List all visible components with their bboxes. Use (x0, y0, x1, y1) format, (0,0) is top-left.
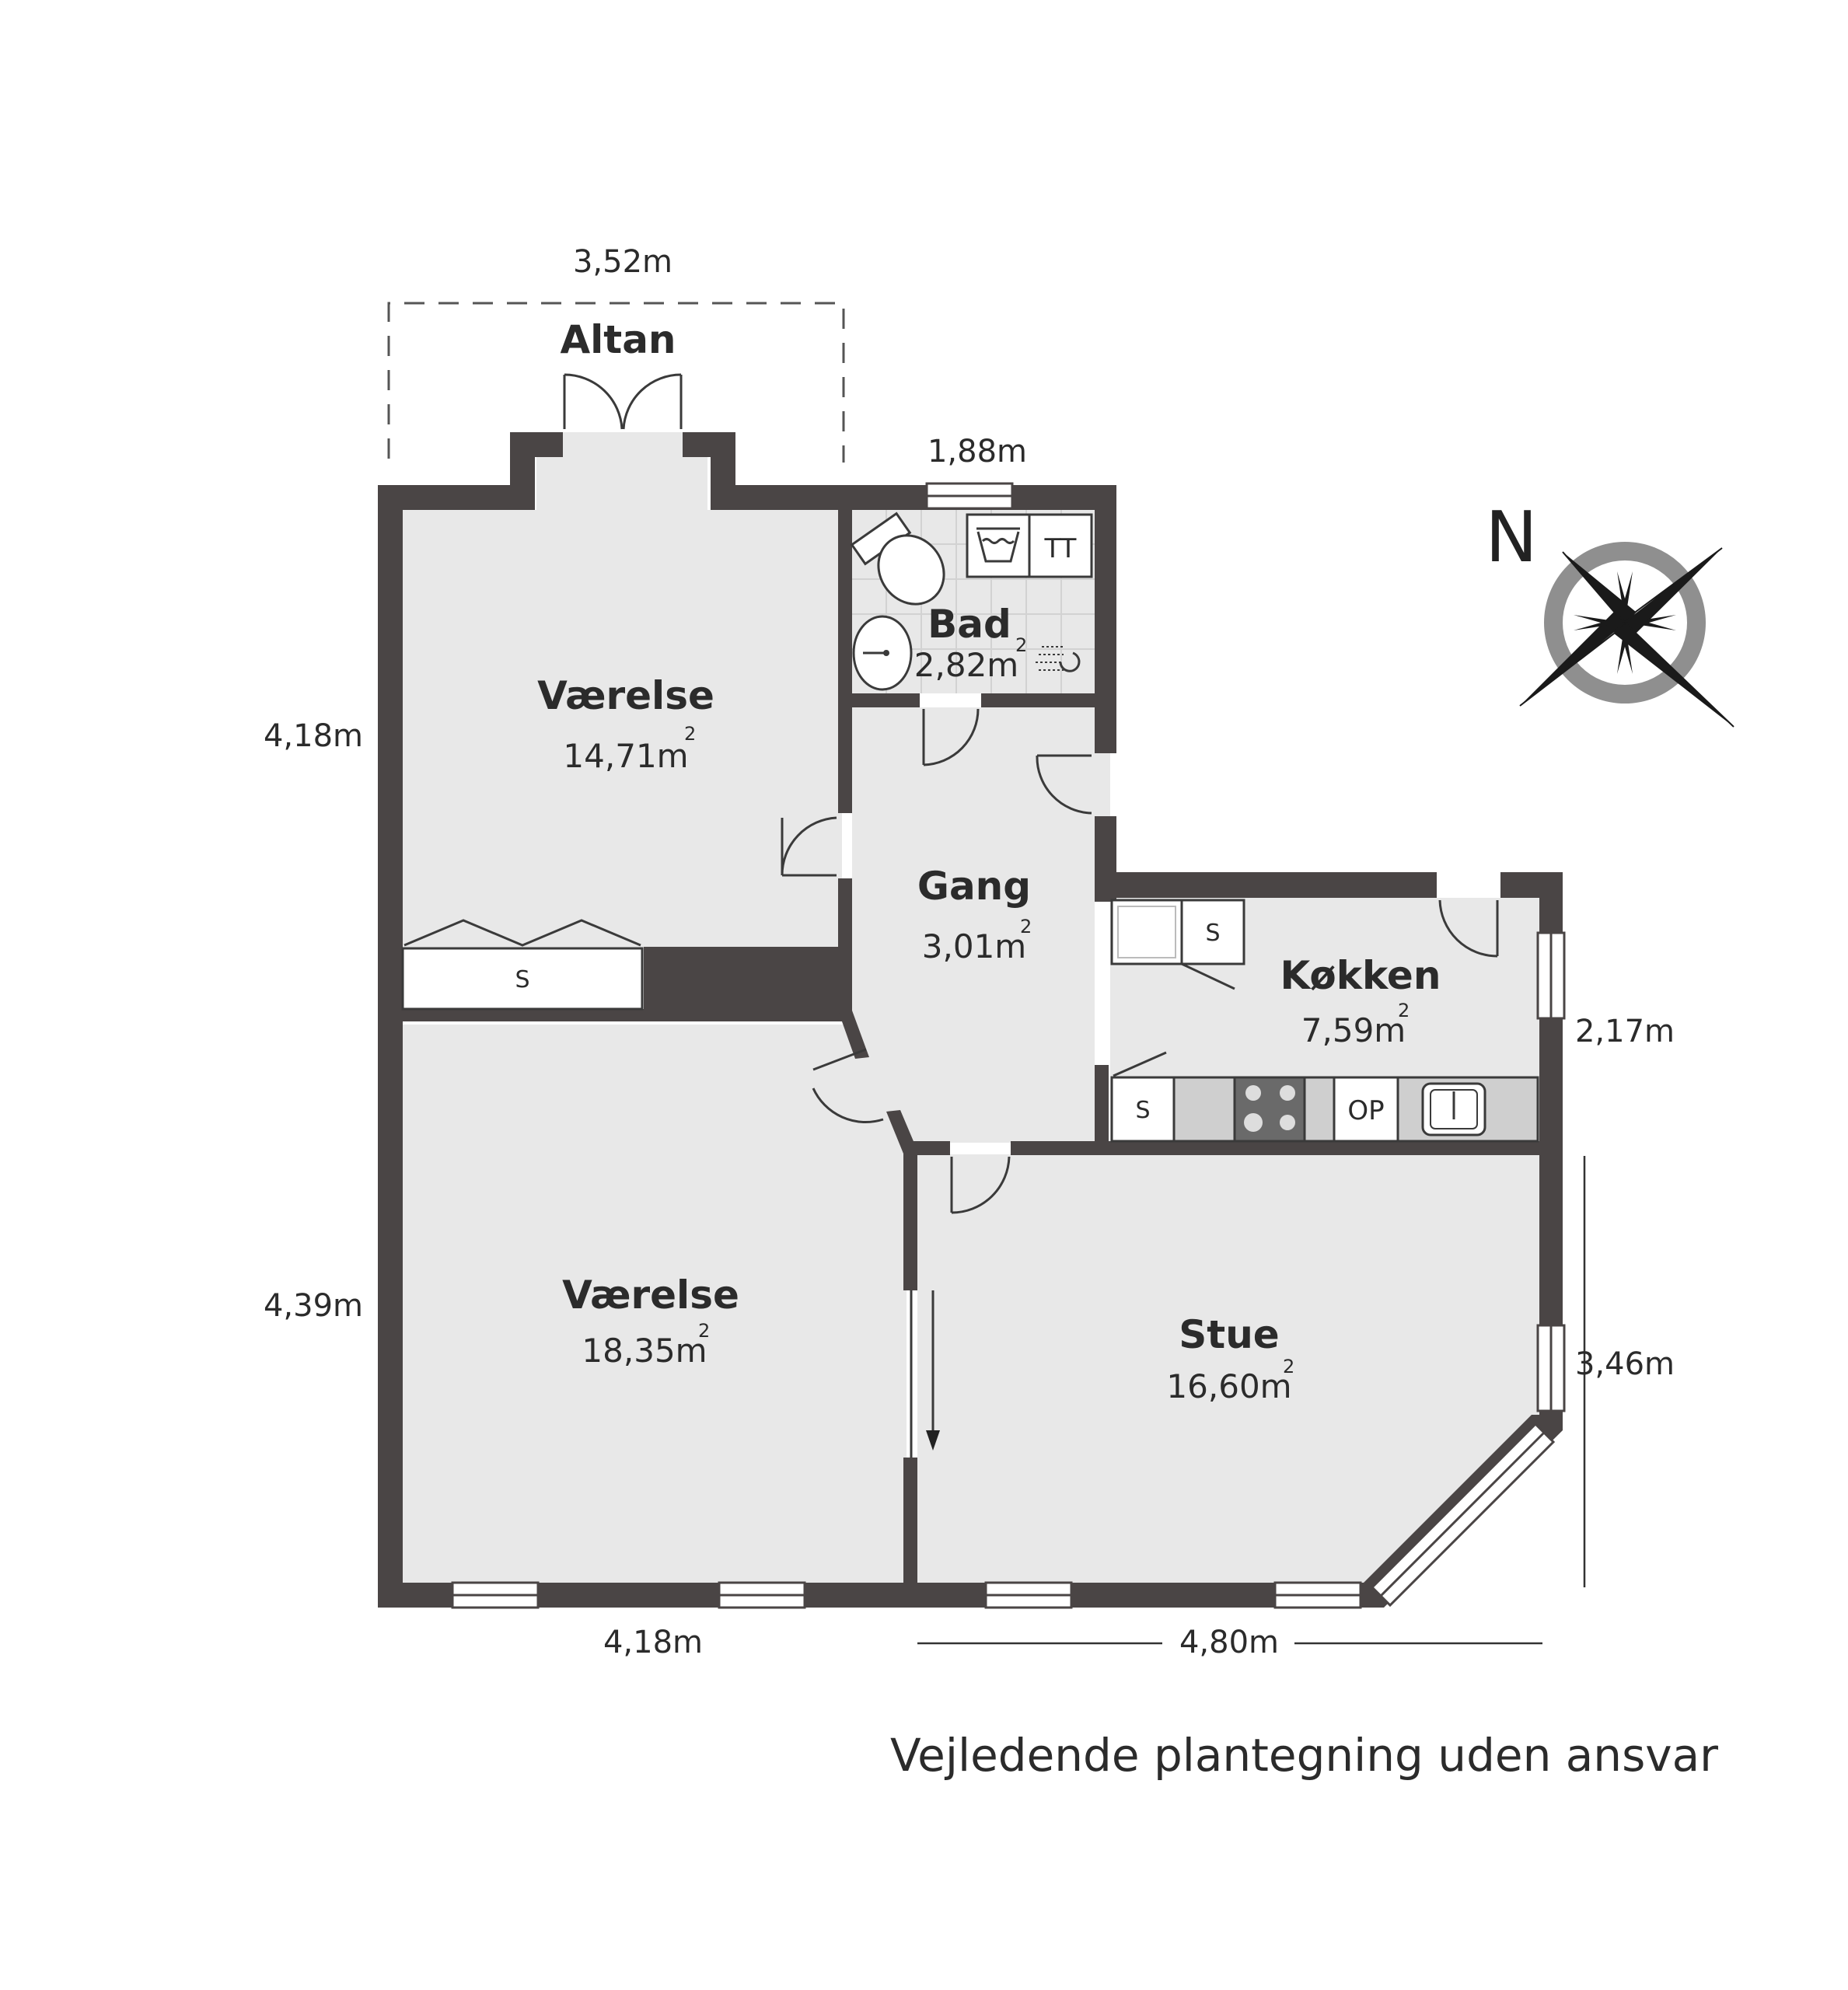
koekken-area: 7,59m (1301, 1011, 1406, 1049)
wall-koekken-stue (1011, 1141, 1539, 1155)
wall-top-left (378, 485, 533, 510)
wall-top-right (711, 485, 1115, 510)
fixtures: S TT (401, 511, 1539, 1143)
window-stue-right (1536, 1324, 1566, 1412)
floor-stue (917, 1154, 1539, 1583)
dryer-label: TT (1044, 533, 1077, 564)
dim-stue-height: 3,46m (1575, 1346, 1675, 1382)
wall-vaerelse-stue-top (903, 1143, 917, 1290)
gang-name: Gang (917, 864, 1031, 909)
dimension-labels: 3,52m 1,88m 4,18m 4,39m 2,17m 3,46m 4,18… (264, 244, 1675, 1660)
kitchen-cabinet-top-label: S (1205, 920, 1220, 947)
floor-vaerelse-bottom (403, 1025, 907, 1583)
window-stue-diagonal (1370, 1422, 1556, 1608)
fridge (1110, 899, 1183, 965)
wardrobe: S (401, 919, 644, 1011)
windows (451, 482, 1566, 1609)
wall-block-between-rooms (644, 947, 852, 1021)
stue-area: 16,60m (1166, 1367, 1291, 1405)
oven: OP (1333, 1076, 1399, 1143)
window-bad-top (925, 482, 1014, 510)
wall-interior-vertical-top (838, 510, 852, 813)
bad-area: 2,82m (914, 646, 1018, 684)
altan-outline (387, 302, 845, 463)
wall-bad-right (1095, 485, 1116, 753)
stue-name: Stue (1179, 1312, 1279, 1357)
disclaimer-text: Vejledende plantegning uden ansvar (890, 1729, 1718, 1782)
washing-machine-icon (966, 513, 1031, 578)
compass-north-label: N (1485, 497, 1537, 578)
door-bad (922, 708, 980, 766)
wall-between-vaerelser (403, 1009, 644, 1021)
doors (563, 373, 1499, 1458)
wall-koekken-left (1095, 1065, 1109, 1143)
gang-area-sup: 2 (1020, 916, 1032, 937)
floor-vaerelse-top (403, 510, 842, 947)
kitchen-cabinet-top: S (1180, 899, 1245, 990)
wall-vaerelse-stue-bottom (903, 1458, 917, 1590)
dim-altan-width: 3,52m (573, 244, 672, 280)
wall-outer-bottom (378, 1583, 1381, 1608)
dim-bottom-left-width: 4,18m (603, 1625, 703, 1660)
dim-bottom-right-width: 4,80m (1179, 1625, 1279, 1660)
vaerelse-bottom-name: Værelse (562, 1273, 739, 1318)
altan-name: Altan (560, 317, 676, 362)
kitchen-sink-icon (1421, 1082, 1486, 1136)
wall-bad-bottom-right (981, 693, 1095, 707)
dim-bottom-left-height: 4,39m (264, 1288, 363, 1324)
door-koekken (1438, 899, 1499, 958)
window-bottom-1 (451, 1581, 540, 1609)
stue-area-sup: 2 (1283, 1356, 1294, 1377)
wall-interior-vertical-mid (838, 878, 852, 947)
bad-name: Bad (927, 602, 1011, 647)
vaerelse-top-area: 14,71m (563, 737, 688, 775)
window-bottom-4 (1273, 1581, 1362, 1609)
wall-bad-bottom (842, 693, 920, 707)
wall-outer-left (378, 485, 403, 1608)
vaerelse-bottom-area-sup: 2 (698, 1320, 710, 1342)
dim-kitchen-height: 2,17m (1575, 1014, 1675, 1049)
koekken-area-sup: 2 (1398, 1000, 1410, 1021)
vaerelse-top-name: Værelse (537, 673, 714, 718)
wardrobe-label: S (515, 966, 529, 993)
kitchen-cabinet-bottom-label: S (1135, 1097, 1150, 1124)
room-labels: Altan Værelse 14,71m 2 Bad 2,82m 2 Gang … (537, 317, 1441, 1405)
oven-label: OP (1347, 1095, 1384, 1126)
door-stue (950, 1156, 1011, 1214)
bad-area-sup: 2 (1015, 634, 1027, 656)
vaerelse-bottom-area: 18,35m (582, 1332, 707, 1370)
bad-sink-icon (852, 615, 913, 691)
wall-diagonal-upper (838, 1011, 869, 1059)
dim-top-left-height: 4,18m (264, 718, 363, 754)
wall-koekken-top (1095, 872, 1437, 898)
tumble-dryer: TT (1028, 513, 1093, 578)
window-bottom-2 (718, 1581, 806, 1609)
floor-altan-niche (536, 432, 707, 510)
dim-bad-width: 1,88m (927, 434, 1027, 470)
door-vaerelse-top (781, 816, 837, 877)
kitchen-cabinet-bottom: S (1110, 1076, 1176, 1143)
door-sliding (910, 1290, 940, 1458)
door-gang-right (1036, 754, 1092, 815)
door-vaerelse-bottom (812, 1048, 884, 1123)
vaerelse-top-area-sup: 2 (684, 723, 696, 745)
compass-rose-icon: N (1485, 497, 1734, 728)
wall-gang-stue (903, 1141, 950, 1155)
stove-icon (1233, 1076, 1306, 1143)
window-bottom-3 (984, 1581, 1073, 1609)
toilet-icon (850, 511, 945, 606)
koekken-name: Køkken (1280, 953, 1441, 998)
wall-bump-left-top (510, 432, 563, 457)
window-koekken-right (1536, 931, 1566, 1020)
door-altan-double (563, 373, 683, 430)
dimension-lines (917, 1156, 1586, 1645)
shower-icon (1036, 646, 1081, 672)
gang-area: 3,01m (922, 927, 1026, 965)
